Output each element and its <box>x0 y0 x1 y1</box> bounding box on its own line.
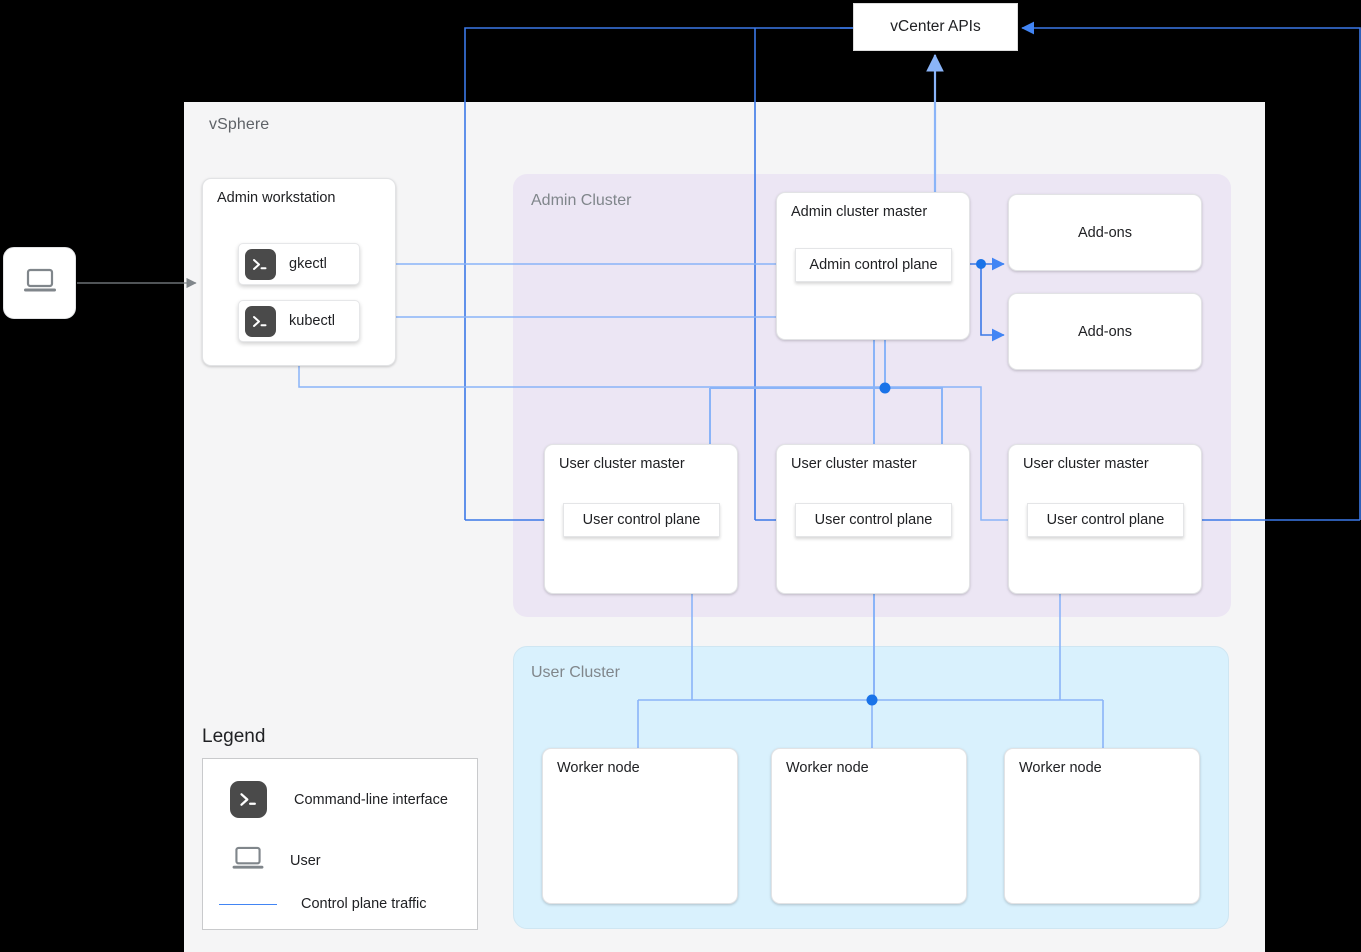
worker-node-card-1[interactable]: Worker node <box>542 748 738 904</box>
admin-workstation-title: Admin workstation <box>217 190 336 206</box>
terminal-icon <box>245 305 276 337</box>
legend-label-cli: Command-line interface <box>294 791 448 808</box>
vcenter-apis-box[interactable]: vCenter APIs <box>853 3 1018 51</box>
addons-card-1[interactable]: Add-ons <box>1008 194 1202 271</box>
legend-label-traffic: Control plane traffic <box>301 896 427 912</box>
cli-kubectl[interactable]: kubectl <box>238 300 360 342</box>
line-swatch-icon <box>219 903 277 905</box>
laptop-icon <box>22 267 58 300</box>
legend-box <box>202 758 478 930</box>
legend-item-traffic: Control plane traffic <box>219 896 426 912</box>
legend-label-user: User <box>290 853 321 869</box>
legend-item-user: User <box>228 845 321 877</box>
terminal-icon <box>245 248 276 280</box>
cli-gkectl[interactable]: gkectl <box>238 243 360 285</box>
user-control-plane-box-2[interactable]: User control plane <box>795 503 952 537</box>
cli-gkectl-label: gkectl <box>289 256 327 272</box>
laptop-icon <box>228 845 268 877</box>
addons-card-2[interactable]: Add-ons <box>1008 293 1202 370</box>
user-cluster-master-title-3: User cluster master <box>1023 456 1149 472</box>
worker-node-title-2: Worker node <box>786 760 869 776</box>
user-control-plane-box-3[interactable]: User control plane <box>1027 503 1184 537</box>
vsphere-label: vSphere <box>209 116 270 133</box>
admin-cluster-master-title: Admin cluster master <box>791 204 928 220</box>
legend-item-cli: Command-line interface <box>230 781 448 818</box>
user-cluster-master-title-2: User cluster master <box>791 456 917 472</box>
user-cluster-master-title-1: User cluster master <box>559 456 685 472</box>
admin-control-plane-box[interactable]: Admin control plane <box>795 248 952 282</box>
worker-node-title-1: Worker node <box>557 760 640 776</box>
terminal-icon <box>230 781 267 818</box>
legend-title: Legend <box>202 726 266 747</box>
user-cluster-label: User Cluster <box>531 664 620 681</box>
addons-label-1: Add-ons <box>1077 224 1132 241</box>
external-user-box[interactable] <box>3 247 76 319</box>
admin-cluster-label: Admin Cluster <box>531 192 632 209</box>
cli-kubectl-label: kubectl <box>289 313 335 329</box>
user-control-plane-box-1[interactable]: User control plane <box>563 503 720 537</box>
addons-label-2: Add-ons <box>1077 323 1132 340</box>
worker-node-title-3: Worker node <box>1019 760 1102 776</box>
worker-node-card-2[interactable]: Worker node <box>771 748 967 904</box>
worker-node-card-3[interactable]: Worker node <box>1004 748 1200 904</box>
